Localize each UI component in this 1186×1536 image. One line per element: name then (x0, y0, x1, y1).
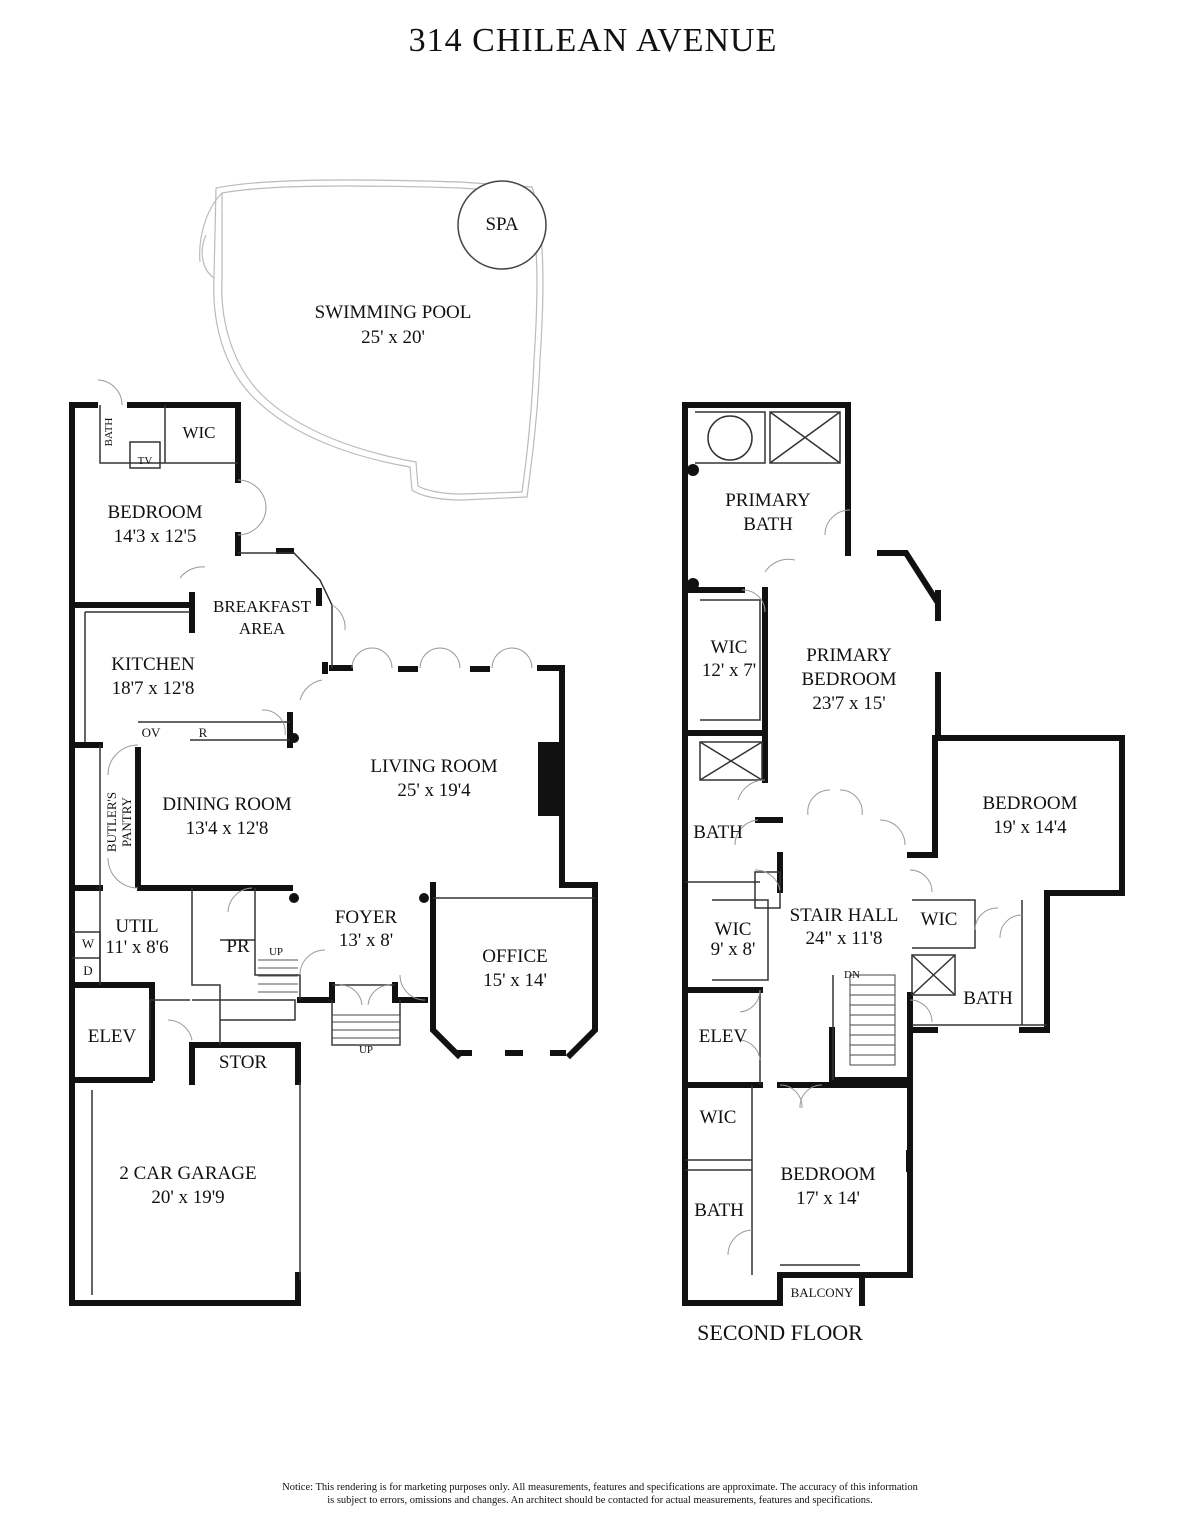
interior-stairs (258, 959, 298, 993)
dryer-label: D (83, 963, 92, 978)
office-name: OFFICE (482, 946, 547, 967)
up-entry-label: UP (359, 1044, 373, 1056)
primary-bedroom-dim: 23'7 x 15' (812, 693, 885, 714)
bedroom-south-dim: 17' x 14' (796, 1188, 860, 1209)
second-floor-doors (727, 509, 1023, 1256)
stair-hall-name: STAIR HALL (790, 905, 899, 926)
dining-room-name: DINING ROOM (162, 794, 291, 815)
primary-bath-label-1: PRIMARY (725, 490, 811, 511)
bedroom-east-name: BEDROOM (982, 793, 1077, 814)
foyer-dim: 13' x 8' (339, 930, 393, 951)
wic-2-dim: 9' x 8' (711, 939, 756, 960)
elevator-2-label: ELEV (699, 1026, 748, 1047)
first-floor-walls (69, 402, 598, 1306)
primary-bedroom-label-2: BEDROOM (801, 669, 896, 690)
wic-east-label: WIC (921, 909, 958, 930)
balcony-label: BALCONY (791, 1285, 854, 1300)
primary-bath-label-2: BATH (743, 514, 793, 535)
disclaimer-notice: Notice: This rendering is for marketing … (160, 1481, 1040, 1507)
util-name: UTIL (115, 916, 158, 937)
pool-name: SWIMMING POOL (315, 302, 472, 323)
notice-line-1: Notice: This rendering is for marketing … (282, 1482, 918, 1493)
garage-name: 2 CAR GARAGE (119, 1163, 256, 1184)
living-room-name: LIVING ROOM (370, 756, 497, 777)
garage-dim: 20' x 19'9 (151, 1187, 224, 1208)
pool-dim: 25' x 20' (361, 327, 425, 348)
stair-hall-dim: 24" x 11'8 (806, 928, 883, 949)
bedroom-south-name: BEDROOM (780, 1164, 875, 1185)
oven-label: OV (142, 725, 161, 740)
page-title: 314 CHILEAN AVENUE (408, 22, 778, 59)
second-floor-stairs (849, 974, 896, 1066)
second-floor-walls (682, 402, 1125, 1306)
wic-label: WIC (182, 423, 215, 442)
bath-east-label: BATH (963, 988, 1013, 1009)
bedroom-dim: 14'3 x 12'5 (114, 526, 197, 547)
bath-west-label: BATH (693, 822, 743, 843)
elevator-label: ELEV (88, 1026, 137, 1047)
bedroom-name: BEDROOM (107, 502, 202, 523)
office-dim: 15' x 14' (483, 970, 547, 991)
bath-southwest-label: BATH (694, 1200, 744, 1221)
kitchen-dim: 18'7 x 12'8 (112, 678, 195, 699)
butlers-label-1: BUTLER'S (104, 792, 119, 852)
wic-southwest-label: WIC (700, 1107, 737, 1128)
spa-label: SPA (485, 214, 518, 235)
breakfast-label-1: BREAKFAST (213, 597, 312, 616)
powder-room-label: PR (226, 936, 250, 957)
first-floor-doors (97, 379, 533, 1041)
spa-circle (457, 180, 547, 270)
storage-label: STOR (219, 1052, 268, 1073)
up-small-label: UP (269, 946, 283, 958)
entry-stairs (331, 1014, 401, 1046)
refrigerator-label: R (199, 725, 208, 740)
second-floor-labels: PRIMARY BATH WIC 12' x 7' PRIMARY BEDROO… (693, 490, 1077, 1300)
primary-bedroom-label-1: PRIMARY (806, 645, 892, 666)
first-floor-labels: SPA SWIMMING POOL 25' x 20' BATH TV WIC … (82, 214, 548, 1208)
wic-1-name: WIC (711, 637, 748, 658)
washer-label: W (82, 936, 95, 951)
notice-line-2: is subject to errors, omissions and chan… (327, 1495, 873, 1506)
breakfast-label-2: AREA (239, 619, 286, 638)
wic-2-name: WIC (715, 919, 752, 940)
living-room-dim: 25' x 19'4 (397, 780, 471, 801)
bath-small-label: BATH (103, 418, 115, 447)
util-dim: 11' x 8'6 (105, 937, 168, 958)
second-floor-wall-blocks (687, 464, 941, 1172)
second-floor-interior (685, 411, 1047, 1275)
wic-1-dim: 12' x 7' (702, 660, 756, 681)
down-label: DN (844, 969, 860, 981)
second-floor-label: SECOND FLOOR (697, 1320, 863, 1345)
dining-room-dim: 13'4 x 12'8 (186, 818, 269, 839)
first-floor-wall-blocks (276, 548, 566, 1056)
butlers-label-2: PANTRY (119, 796, 134, 847)
bedroom-east-dim: 19' x 14'4 (993, 817, 1067, 838)
foyer-name: FOYER (335, 907, 398, 928)
tv-label: TV (138, 455, 153, 467)
kitchen-name: KITCHEN (111, 654, 195, 675)
pool-outline (199, 179, 544, 501)
